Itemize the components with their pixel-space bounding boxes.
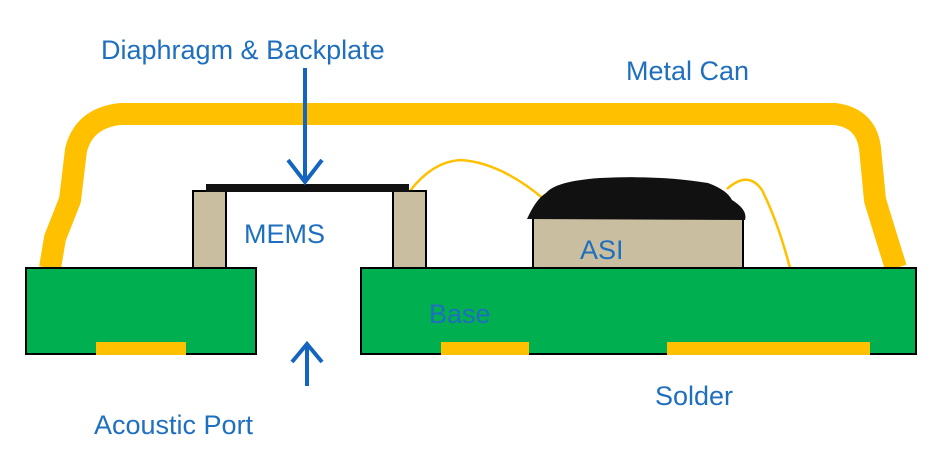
solder-pad-2: [441, 342, 529, 355]
wire-bond-mems-to-asi: [409, 158, 546, 201]
metal-can-shape: [39, 103, 907, 272]
solder-label: Solder: [655, 381, 733, 411]
diaphragm-backplate-shape: [206, 184, 409, 192]
asi-encapsulant: [527, 177, 746, 220]
base-label: Base: [429, 299, 491, 329]
solder-pad-1: [96, 342, 186, 355]
metal-can-label: Metal Can: [626, 56, 749, 86]
arrow-up-icon: [290, 340, 324, 386]
wire-bond-asi-to-base: [726, 178, 792, 269]
base-pcb-right: [360, 267, 917, 355]
mems-label: MEMS: [244, 219, 325, 249]
arrow-down-icon: [286, 68, 324, 186]
acoustic-port-label: Acoustic Port: [94, 410, 254, 440]
asi-label: ASI: [580, 235, 624, 265]
mems-spacer-right: [392, 190, 427, 269]
mems-spacer-left: [192, 190, 227, 269]
diaphragm-backplate-label: Diaphragm & Backplate: [101, 35, 385, 65]
solder-pad-3: [667, 342, 870, 355]
asi-die: [532, 217, 744, 269]
base-pcb-left: [25, 267, 257, 355]
